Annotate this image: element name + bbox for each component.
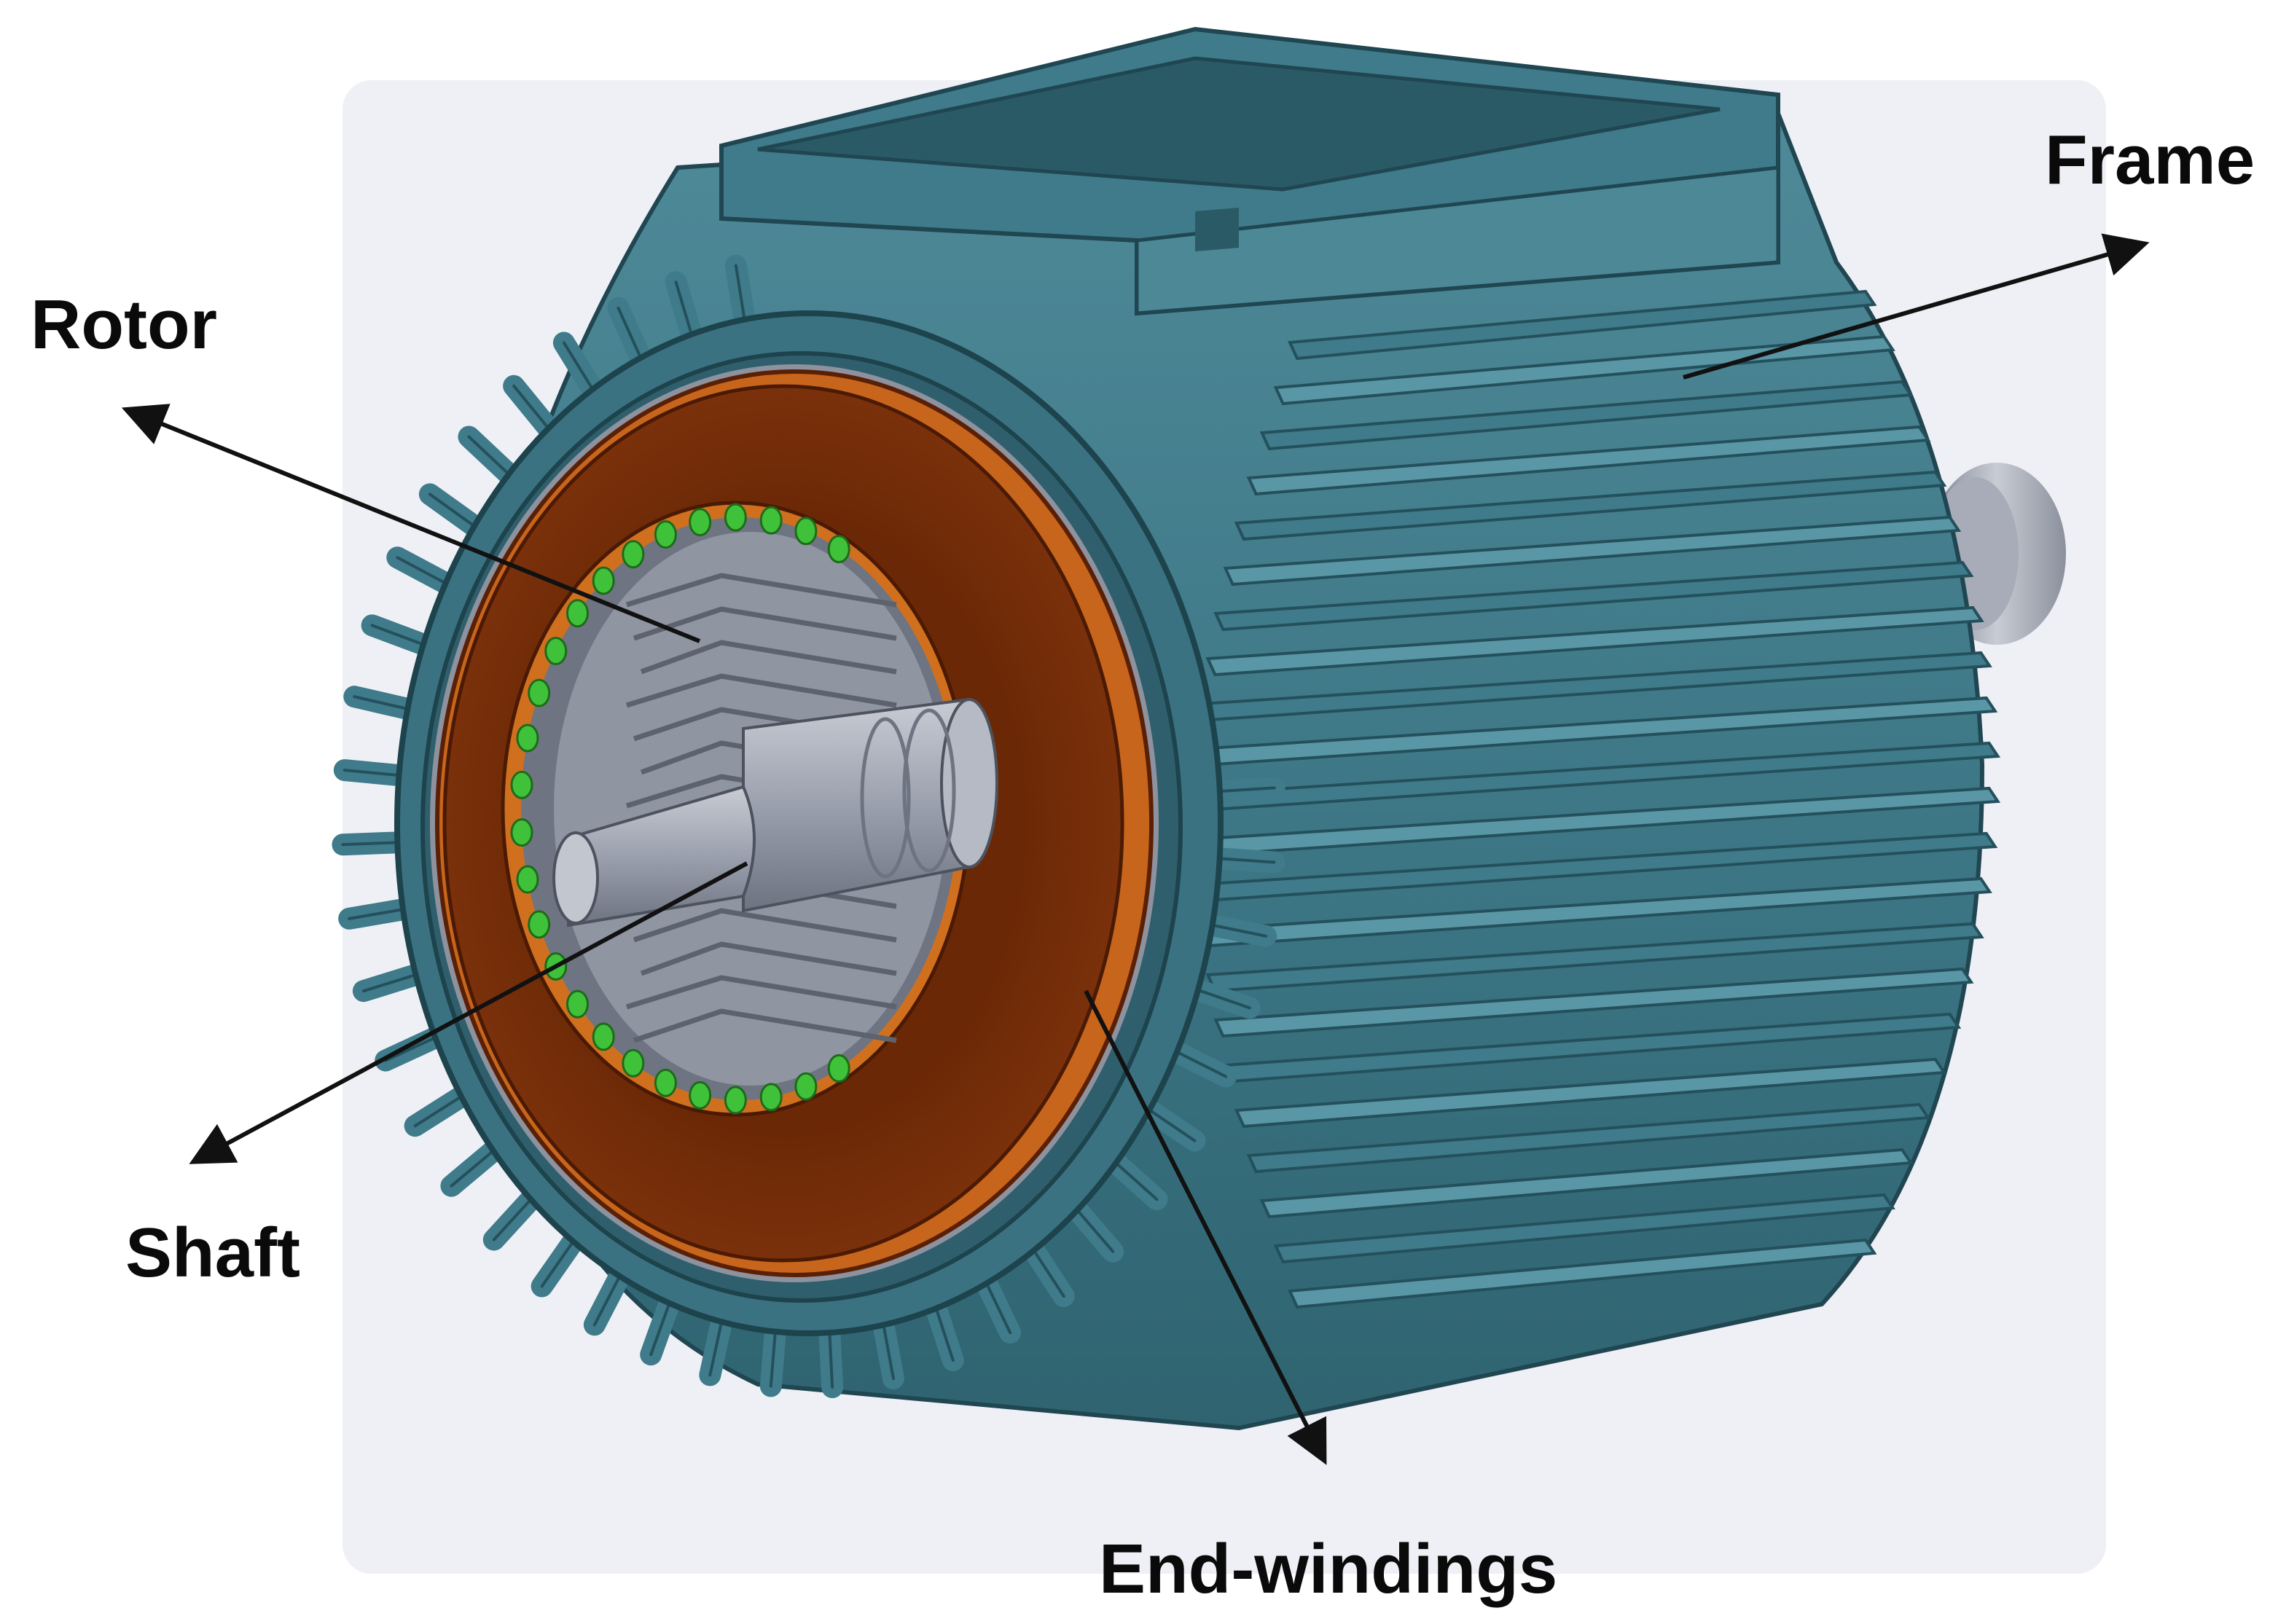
rim-fin: [413, 1093, 466, 1128]
rim-fin: [428, 493, 479, 530]
cooling-fin: [1259, 1148, 1914, 1219]
rim-fin: [828, 1327, 834, 1389]
cooling-fin: [1246, 1102, 1931, 1174]
rim-fin: [396, 556, 450, 587]
label-frame: Frame: [2045, 121, 2255, 199]
cooling-fin: [1213, 560, 1974, 632]
cooling-fin: [1273, 1193, 1895, 1264]
winding-coil: [654, 520, 677, 549]
winding-coil: [622, 1048, 645, 1078]
winding-coil: [516, 723, 539, 753]
winding-coil: [544, 637, 568, 666]
rim-fin: [512, 384, 552, 433]
rotor-arrow: [121, 404, 701, 643]
winding-coil: [565, 989, 589, 1019]
rim-fin: [649, 1298, 673, 1357]
rim-fin: [450, 1147, 498, 1188]
rim-fin: [617, 306, 644, 363]
leader-arrows: [121, 233, 2150, 1465]
front-rim-fins: [332, 254, 1285, 1399]
winding-coil: [724, 503, 747, 532]
label-shaft: Shaft: [125, 1214, 300, 1292]
rim-fin: [341, 841, 403, 847]
lamination-line: [640, 941, 897, 976]
lamination-line: [625, 573, 897, 608]
cooling-fin: [1246, 425, 1931, 496]
rim-fin: [1111, 1158, 1159, 1201]
rim-fin: [348, 907, 409, 920]
rim-fin: [492, 1195, 535, 1241]
winding-coil: [759, 506, 783, 535]
rim-fin: [540, 1236, 577, 1288]
lamination-line: [640, 640, 897, 675]
rim-fin: [881, 1319, 895, 1381]
rim-fin: [1193, 987, 1251, 1010]
winding-coil: [622, 540, 645, 569]
winding-coil: [724, 1086, 747, 1115]
winding-coil: [827, 1054, 850, 1083]
rim-fin: [1073, 1206, 1115, 1253]
rim-fin: [1172, 1048, 1228, 1078]
rim-fin: [983, 1278, 1012, 1335]
rim-fin: [562, 341, 596, 394]
winding-coil: [827, 535, 850, 564]
rim-fin: [361, 972, 421, 993]
rim-fin: [343, 769, 404, 777]
rim-fin: [592, 1271, 623, 1327]
winding-coil: [689, 508, 712, 537]
rim-fin: [467, 435, 513, 479]
winding-coil: [592, 566, 615, 595]
cooling-fin: [1234, 470, 1947, 541]
cooling-fin: [1205, 605, 1984, 677]
winding-coil: [510, 770, 533, 799]
rim-fin: [384, 1034, 440, 1062]
rim-fin: [353, 695, 413, 712]
cooling-fin: [1273, 334, 1895, 406]
winding-coil: [794, 517, 818, 546]
winding-coil: [528, 678, 551, 707]
rim-fin: [370, 624, 428, 648]
winding-coil: [689, 1080, 712, 1110]
cooling-fin: [1288, 289, 1877, 361]
winding-coil: [516, 865, 539, 894]
rim-fin: [1145, 1106, 1197, 1142]
rim-fin: [1030, 1246, 1065, 1298]
rim-fin: [674, 281, 694, 340]
winding-coil: [528, 910, 551, 939]
lamination-line: [633, 908, 897, 943]
label-rotor: Rotor: [31, 286, 217, 364]
cooling-fin: [1288, 1238, 1877, 1309]
frame-arrow: [1683, 233, 2150, 380]
cooling-fin: [1234, 1057, 1947, 1129]
rim-fin: [1207, 922, 1268, 938]
lamination-line: [625, 673, 897, 708]
cooling-fin: [1213, 967, 1974, 1038]
lamination-line: [633, 1008, 897, 1043]
winding-coil: [592, 1022, 615, 1051]
winding-coil: [794, 1072, 818, 1101]
lamination-line: [625, 975, 897, 1010]
rim-fin: [769, 1326, 778, 1388]
cooling-fins: [1193, 289, 2001, 1309]
rim-fin: [934, 1303, 955, 1362]
rim-fin: [1214, 786, 1276, 793]
winding-coil: [759, 1083, 783, 1112]
cooling-fin: [1223, 515, 1962, 587]
cooling-fin: [1259, 380, 1914, 451]
rim-fin: [708, 1317, 724, 1377]
rim-fin: [1214, 856, 1276, 864]
winding-coil: [510, 818, 533, 847]
winding-coil: [654, 1068, 677, 1097]
winding-coil: [565, 599, 589, 628]
shaft: [552, 697, 998, 927]
label-end-windings: End-windings: [1099, 1530, 1557, 1608]
rim-fin: [734, 264, 747, 325]
end-windings-arrow: [1084, 989, 1327, 1465]
shaft-arrow: [189, 861, 748, 1164]
